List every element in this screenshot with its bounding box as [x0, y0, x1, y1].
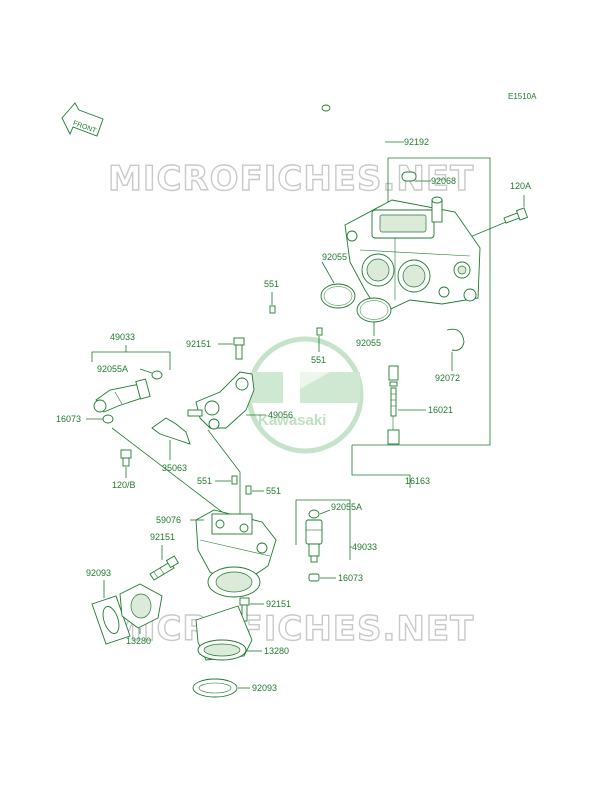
watermark-bottom: MICROFICHES.NET [108, 609, 474, 649]
label-551-b: 551 [311, 355, 326, 365]
logo-text: Kawasaki [258, 412, 326, 429]
seal-16073-b [308, 573, 320, 582]
dowel-pin-551-a [269, 305, 276, 314]
label-92055a-b: 92055A [331, 502, 362, 512]
fuel-injector-49033-lower [305, 519, 323, 563]
holder-13280-a [119, 583, 163, 629]
label-92093-b: 92093 [252, 683, 277, 693]
o-ring-92055-right [356, 297, 392, 323]
label-92055a-top: 92055A [97, 364, 128, 374]
bolt-92151-b [149, 555, 179, 581]
assembly-bracket-16163-lead [351, 445, 411, 488]
cap-92068 [401, 171, 417, 182]
label-49056: 49056 [268, 410, 293, 420]
delivery-pipe-49056 [187, 371, 255, 430]
gasket-92093-b [192, 678, 238, 698]
label-35063: 35063 [162, 463, 187, 473]
bracket-49033-lower [295, 499, 351, 560]
leader-rail-lower [207, 429, 241, 520]
label-49033-top: 49033 [110, 332, 135, 342]
label-551-c: 551 [197, 476, 212, 486]
label-16073-a: 16073 [56, 414, 81, 424]
holder-13280-b [195, 605, 253, 661]
o-ring-92055a-b [308, 509, 320, 519]
kawasaki-logo: Kawasaki [246, 336, 364, 454]
label-49033-b: 49033 [352, 542, 377, 552]
label-92151-b: 92151 [150, 532, 175, 542]
label-92072: 92072 [435, 373, 460, 383]
label-16073-b: 16073 [338, 573, 363, 583]
label-92068: 92068 [431, 176, 456, 186]
label-120b: 120/B [112, 480, 136, 490]
label-92151-a: 92151 [186, 339, 211, 349]
label-551-d: 551 [266, 486, 281, 496]
label-13280-a: 13280 [126, 636, 151, 646]
fuel-injector-49033-top [93, 378, 151, 413]
label-13280-b: 13280 [264, 646, 289, 656]
bolt-92151-a [233, 337, 245, 360]
throttle-body-49056-upper [344, 196, 481, 315]
sensor-16021 [387, 365, 400, 445]
label-92093-a: 92093 [86, 568, 111, 578]
throttle-body-lower-59076 [195, 509, 277, 598]
label-59076: 59076 [156, 515, 181, 525]
label-92192: 92192 [404, 137, 429, 147]
label-120a: 120A [510, 181, 531, 191]
label-92055-b: 92055 [356, 338, 381, 348]
label-92055-top: 92055 [322, 252, 347, 262]
label-551-a: 551 [264, 279, 279, 289]
vacuum-hose-92192 [321, 104, 385, 157]
dowel-pin-551-b [316, 327, 323, 336]
label-92151-c: 92151 [266, 599, 291, 609]
diagram-code: E1510A [508, 92, 537, 101]
label-16021: 16021 [428, 405, 453, 415]
bracket-35063 [151, 417, 191, 445]
bolt-120a [503, 207, 529, 224]
o-ring-92055a-top [151, 370, 163, 380]
seal-16073-a [102, 414, 114, 424]
bracket-49033-top [91, 351, 171, 370]
bolt-120b [120, 449, 132, 467]
watermark-top: MICROFICHES.NET [108, 159, 474, 199]
label-16163: 16163 [405, 476, 430, 486]
leader-injector-lower [111, 427, 231, 519]
dowel-pin-551-c [231, 475, 238, 485]
o-ring-92055-left [320, 283, 356, 309]
front-arrow-icon: FRONT [61, 102, 104, 137]
dowel-pin-551-d [245, 485, 252, 495]
clamp-92072 [446, 328, 465, 351]
gasket-92093-a [91, 595, 131, 645]
assembly-bracket-16163 [352, 157, 491, 446]
